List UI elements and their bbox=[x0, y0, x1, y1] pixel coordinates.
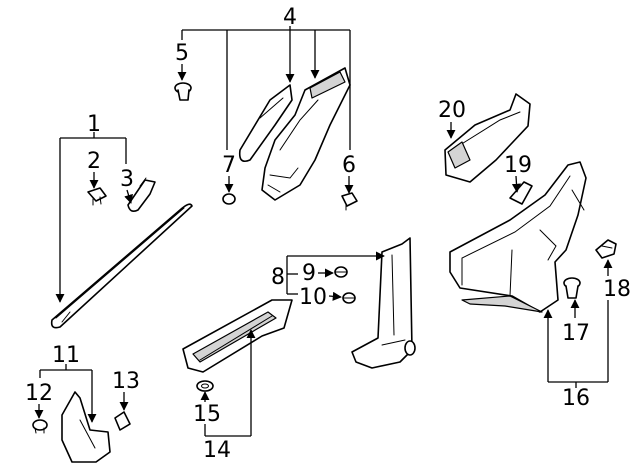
leader-lines bbox=[34, 26, 613, 437]
part-2-clip bbox=[87, 187, 107, 206]
part-20-quarter-bracket bbox=[444, 93, 531, 183]
part-10-bolt bbox=[342, 292, 356, 304]
callout-19: 19 bbox=[504, 153, 532, 178]
callout-7: 7 bbox=[222, 153, 236, 178]
part-6-clip bbox=[341, 192, 358, 211]
callout-9: 9 bbox=[302, 261, 316, 286]
part-1-garnish-strip bbox=[50, 203, 193, 329]
callout-20: 20 bbox=[438, 98, 466, 123]
part-16-quarter-trim-panel bbox=[449, 161, 587, 313]
part-14-scuff-plate bbox=[182, 299, 293, 373]
callout-3: 3 bbox=[120, 167, 134, 192]
part-7-washer bbox=[222, 193, 236, 205]
callout-14: 14 bbox=[203, 438, 231, 463]
callout-8: 8 bbox=[271, 265, 285, 290]
callout-6: 6 bbox=[342, 153, 356, 178]
callout-17: 17 bbox=[562, 321, 590, 346]
callout-18: 18 bbox=[603, 277, 631, 302]
part-3-bracket bbox=[127, 177, 156, 212]
callout-10: 10 bbox=[299, 285, 327, 310]
callout-16: 16 bbox=[562, 386, 590, 411]
part-5-push-clip bbox=[174, 82, 192, 101]
part-12-clip bbox=[32, 419, 48, 434]
part-17-push-pin bbox=[563, 277, 581, 299]
callout-11: 11 bbox=[52, 343, 80, 368]
part-11-lower-trim bbox=[61, 391, 111, 463]
part-13-clip bbox=[114, 411, 131, 431]
callout-labels: 1 2 3 4 5 6 7 8 9 10 11 12 13 14 15 16 1… bbox=[25, 5, 631, 463]
part-4-pillar-trim-main bbox=[261, 67, 351, 201]
part-9-screw bbox=[334, 266, 348, 278]
callout-4: 4 bbox=[283, 5, 297, 30]
part-15-grommet bbox=[196, 380, 214, 392]
callout-13: 13 bbox=[112, 369, 140, 394]
callout-5: 5 bbox=[175, 41, 189, 66]
callout-1: 1 bbox=[87, 112, 101, 137]
part-19-clip bbox=[509, 181, 533, 205]
part-4-pillar-trim-front bbox=[238, 84, 293, 163]
part-18-retainer-clip bbox=[595, 239, 617, 259]
callout-15: 15 bbox=[193, 402, 221, 427]
part-8-center-pillar-trim bbox=[351, 237, 416, 369]
callout-12: 12 bbox=[25, 381, 53, 406]
callout-2: 2 bbox=[87, 149, 101, 174]
